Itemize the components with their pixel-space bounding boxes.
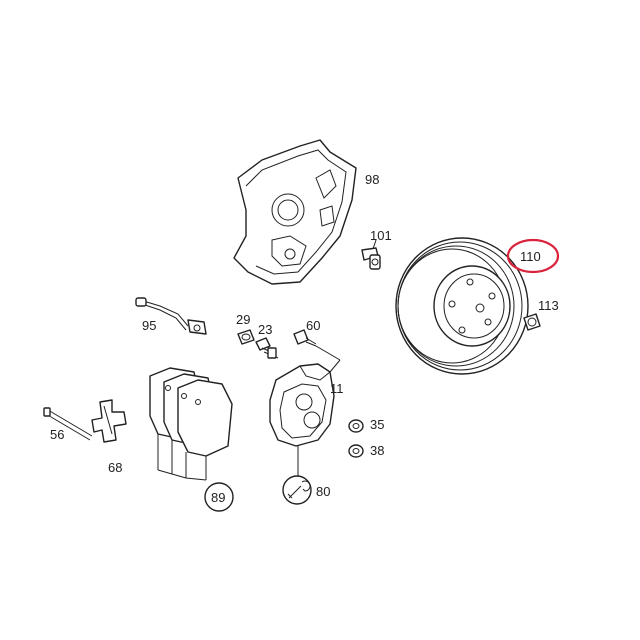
anti-rattle-spring	[91, 399, 127, 443]
highlight-ring-110	[506, 238, 560, 274]
label-80: 80	[316, 484, 330, 499]
brake-disc	[395, 237, 529, 375]
label-101: 101	[370, 228, 392, 243]
label-68: 68	[108, 460, 122, 475]
washer-38	[348, 444, 364, 458]
washer-35	[348, 419, 364, 433]
label-98: 98	[365, 172, 379, 187]
label-89: 89	[211, 490, 225, 505]
label-110: 110	[520, 249, 541, 264]
label-60: 60	[306, 318, 320, 333]
retaining-pin	[43, 407, 93, 441]
label-35: 35	[370, 417, 384, 432]
wear-sensor	[135, 297, 207, 335]
label-95: 95	[142, 318, 156, 333]
screw-113	[523, 313, 541, 331]
label-38: 38	[370, 443, 384, 458]
label-23: 23	[258, 322, 272, 337]
pads-label-circle	[204, 482, 234, 512]
label-113: 113	[538, 298, 559, 313]
label-56: 56	[50, 427, 64, 442]
dust-shield	[233, 139, 357, 285]
bolt-101	[361, 239, 381, 270]
plug-60	[293, 329, 341, 361]
bleeder-cap	[237, 329, 255, 345]
brake-caliper	[269, 359, 341, 447]
label-11: 11	[330, 381, 344, 396]
bleeder-screw	[255, 337, 279, 359]
brake-pads	[149, 367, 233, 481]
label-29: 29	[236, 312, 250, 327]
repair-kit-icon	[282, 475, 312, 505]
